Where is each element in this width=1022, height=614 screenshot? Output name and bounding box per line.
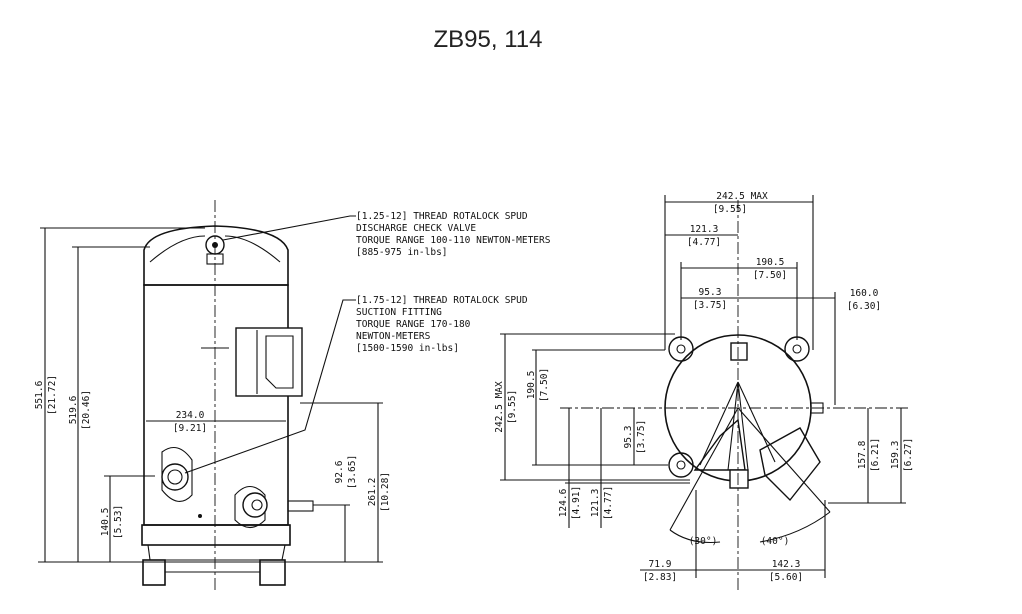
dimension-label: 519.6	[68, 395, 79, 424]
dimension-label: 160.0	[850, 288, 879, 299]
top-dimensions: 242.5 MAX [9.55] 121.3 [4.77] 190.5 [7.5…	[494, 191, 914, 583]
dimension-label: [5.53]	[113, 505, 124, 539]
dimension-label: 121.3	[690, 224, 719, 235]
dimension-label: 234.0	[176, 410, 205, 421]
dimension-label: [885-975 in-lbs]	[356, 247, 448, 258]
dimension-label: 92.6	[334, 460, 345, 483]
dimension-label: [2.83]	[643, 572, 677, 583]
dimension-label: 95.3	[699, 287, 722, 298]
dimension-label: SUCTION FITTING	[356, 307, 442, 318]
dimension-label: 261.2	[367, 478, 378, 507]
side-dimensions: 551.6 [21.72] 519.6 [20.46] 140.5 [5.53]…	[34, 227, 391, 563]
dimension-label: NEWTON-METERS	[356, 331, 431, 342]
shell	[143, 284, 289, 526]
dimension-label: [10.28]	[380, 472, 391, 512]
dimension-label: 121.3	[590, 489, 601, 518]
compressor-side-view	[141, 200, 314, 590]
suction-port	[161, 446, 193, 502]
dimension-label: [7.50]	[753, 270, 787, 281]
dimension-label: [6.30]	[847, 301, 881, 312]
foot-right	[259, 559, 286, 586]
foot-left	[142, 559, 166, 586]
terminal-box	[235, 327, 303, 397]
dimension-label: 140.5	[100, 508, 111, 537]
dimension-label: 95.3	[623, 426, 634, 449]
discharge-port	[234, 485, 266, 529]
dimension-label: [3.75]	[693, 300, 727, 311]
dimension-label: [4.91]	[571, 486, 582, 520]
dimension-label: (30°)	[689, 536, 718, 547]
dimension-label: 142.3	[772, 559, 801, 570]
dimension-label: 159.3	[890, 441, 901, 470]
dimension-label: [4.77]	[687, 237, 721, 248]
dimension-label: [3.65]	[347, 455, 358, 489]
dimension-label: [1.25-12] THREAD ROTALOCK SPUD	[356, 211, 528, 222]
dimension-label: [20.46]	[81, 390, 92, 430]
dimension-label: [9.55]	[713, 204, 747, 215]
dimension-label: 157.8	[857, 440, 868, 469]
suction-note: [1.75-12] THREAD ROTALOCK SPUD SUCTION F…	[184, 295, 528, 474]
dimension-label: 190.5	[526, 371, 537, 400]
dimension-label: [1.75-12] THREAD ROTALOCK SPUD	[356, 295, 528, 306]
dimension-label: [4.77]	[603, 486, 614, 520]
dimension-label: [6.21]	[870, 438, 881, 472]
terminal-box-top	[759, 427, 821, 502]
dimension-label: [6.27]	[903, 438, 914, 472]
dimension-label: 242.5 MAX	[494, 381, 505, 433]
dimension-label: [1500-1590 in-lbs]	[356, 343, 459, 354]
dimension-label: [21.72]	[47, 375, 58, 415]
dimension-label: 551.6	[34, 380, 45, 409]
drawing-title: ZB95, 114	[433, 26, 543, 53]
dimension-label: TORQUE RANGE 100-110 NEWTON-METERS	[356, 235, 551, 246]
discharge-note: [1.25-12] THREAD ROTALOCK SPUD DISCHARGE…	[222, 211, 551, 258]
dimension-label: [7.50]	[539, 368, 550, 402]
dimension-label: 242.5 MAX	[716, 191, 768, 202]
compressor-top-view	[560, 200, 910, 590]
dimension-label: 190.5	[756, 257, 785, 268]
dimension-label: 124.6	[558, 488, 569, 517]
dimension-label: [5.60]	[769, 572, 803, 583]
bottom-ring	[141, 524, 291, 546]
top-dome	[143, 225, 289, 286]
dimension-label: [9.55]	[507, 390, 518, 424]
dimension-label: 71.9	[649, 559, 672, 570]
dimension-label: (40°)	[761, 536, 790, 547]
dimension-label: DISCHARGE CHECK VALVE	[356, 223, 476, 234]
dimension-label: [9.21]	[173, 423, 207, 434]
dimension-label: TORQUE RANGE 170-180	[356, 319, 471, 330]
dimension-label: [3.75]	[636, 420, 647, 454]
